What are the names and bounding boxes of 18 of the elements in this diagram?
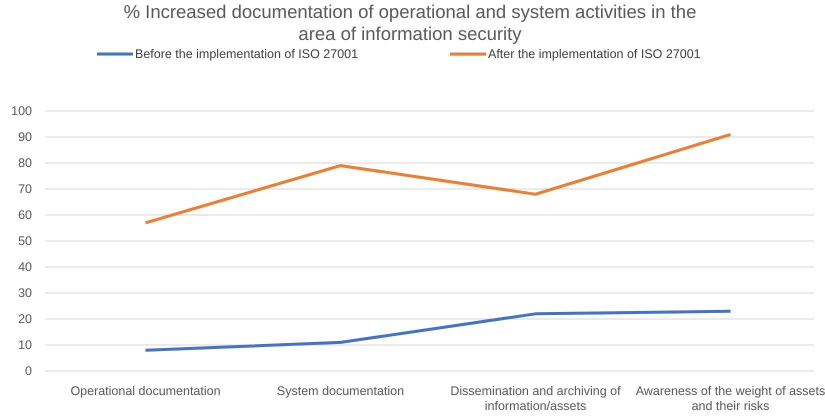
category-label: Operational documentation [69,384,222,399]
tick-label: 0 [24,364,32,378]
tick-label: 20 [17,312,32,326]
legend-label: Before the implementation of ISO 27001 [135,47,358,61]
tick-label: 50 [17,234,32,248]
tick-label: 100 [10,104,32,118]
tick-label: 40 [17,260,32,274]
legend-label: After the implementation of ISO 27001 [488,47,701,61]
tick-label: 60 [17,208,32,222]
tick-label: 90 [17,130,32,144]
category-label: Awareness of the weight of assets and their risks [636,384,825,414]
category-label: System documentation [276,384,406,399]
tick-label: 10 [17,338,32,352]
tick-label: 30 [17,286,32,300]
tick-label: 70 [17,182,32,196]
tick-label: 80 [17,156,32,170]
chart-title: % Increased documentation of operational and system activities in the area of information security [122,1,698,45]
category-label: Dissemination and archiving of information/assets [449,384,622,414]
